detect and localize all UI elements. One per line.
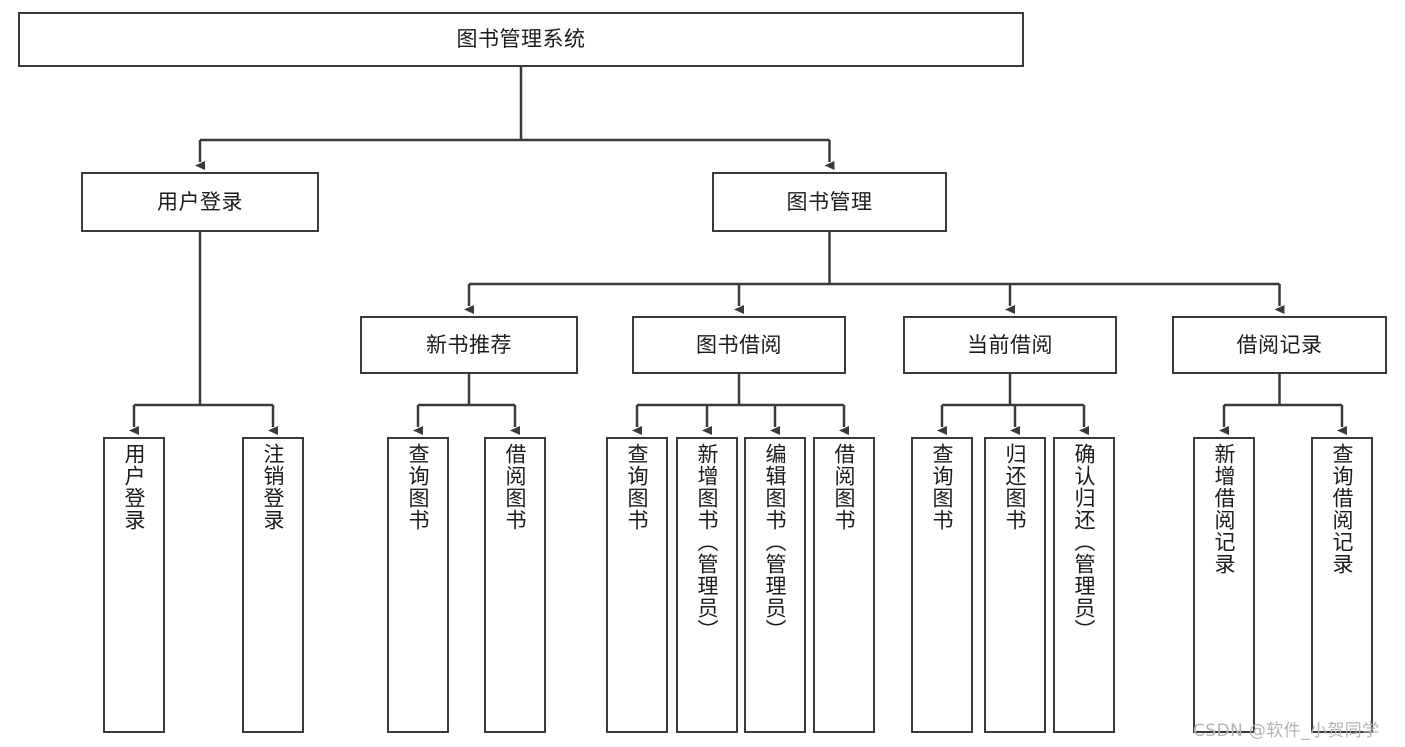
node-leaf-borrow-book-rec: 借阅图书 xyxy=(484,437,546,733)
node-leaf-logout: 注销登录 xyxy=(242,437,304,733)
node-user-login: 用户登录 xyxy=(81,172,319,232)
node-label: 查询图书 xyxy=(930,443,955,531)
node-label: 借阅记录 xyxy=(1236,332,1323,357)
node-label: 用户登录 xyxy=(157,189,243,214)
node-label: 编辑图书（管理员） xyxy=(763,443,788,641)
node-label: 查询图书 xyxy=(625,443,650,531)
node-leaf-edit-book: 编辑图书（管理员） xyxy=(744,437,806,733)
watermark-text: CSDN @软件_小贺同学 xyxy=(1193,721,1380,741)
node-label: 借阅图书 xyxy=(832,443,857,531)
node-label: 借阅图书 xyxy=(503,443,528,531)
node-leaf-return-book: 归还图书 xyxy=(984,437,1046,733)
node-leaf-confirm-return: 确认归还（管理员） xyxy=(1053,437,1115,733)
node-new-book-recommend: 新书推荐 xyxy=(360,316,578,374)
node-label: 新增图书（管理员） xyxy=(695,443,720,641)
node-leaf-add-book: 新增图书（管理员） xyxy=(676,437,738,733)
node-label: 图书管理系统 xyxy=(456,27,586,52)
node-leaf-user-login: 用户登录 xyxy=(103,437,165,733)
node-label: 新增借阅记录 xyxy=(1212,443,1237,575)
node-leaf-query-book-rec: 查询图书 xyxy=(387,437,449,733)
node-label: 查询借阅记录 xyxy=(1330,443,1355,575)
node-label: 图书借阅 xyxy=(696,332,782,357)
node-borrow-record: 借阅记录 xyxy=(1172,316,1387,374)
node-label: 用户登录 xyxy=(122,443,147,531)
node-label: 新书推荐 xyxy=(426,332,512,357)
node-book-manage: 图书管理 xyxy=(712,172,947,232)
node-label: 图书管理 xyxy=(786,189,873,214)
node-current-borrow: 当前借阅 xyxy=(903,316,1117,374)
node-leaf-query-record: 查询借阅记录 xyxy=(1311,437,1373,733)
node-label: 当前借阅 xyxy=(967,332,1053,357)
node-label: 确认归还（管理员） xyxy=(1072,443,1097,641)
node-leaf-borrow-book-bor: 借阅图书 xyxy=(813,437,875,733)
node-label: 归还图书 xyxy=(1003,443,1028,531)
node-book-borrow: 图书借阅 xyxy=(632,316,846,374)
node-label: 查询图书 xyxy=(406,443,431,531)
node-leaf-add-record: 新增借阅记录 xyxy=(1193,437,1255,733)
node-leaf-query-book-cur: 查询图书 xyxy=(911,437,973,733)
node-root: 图书管理系统 xyxy=(18,12,1024,67)
node-label: 注销登录 xyxy=(261,443,286,531)
node-leaf-query-book-bor: 查询图书 xyxy=(606,437,668,733)
